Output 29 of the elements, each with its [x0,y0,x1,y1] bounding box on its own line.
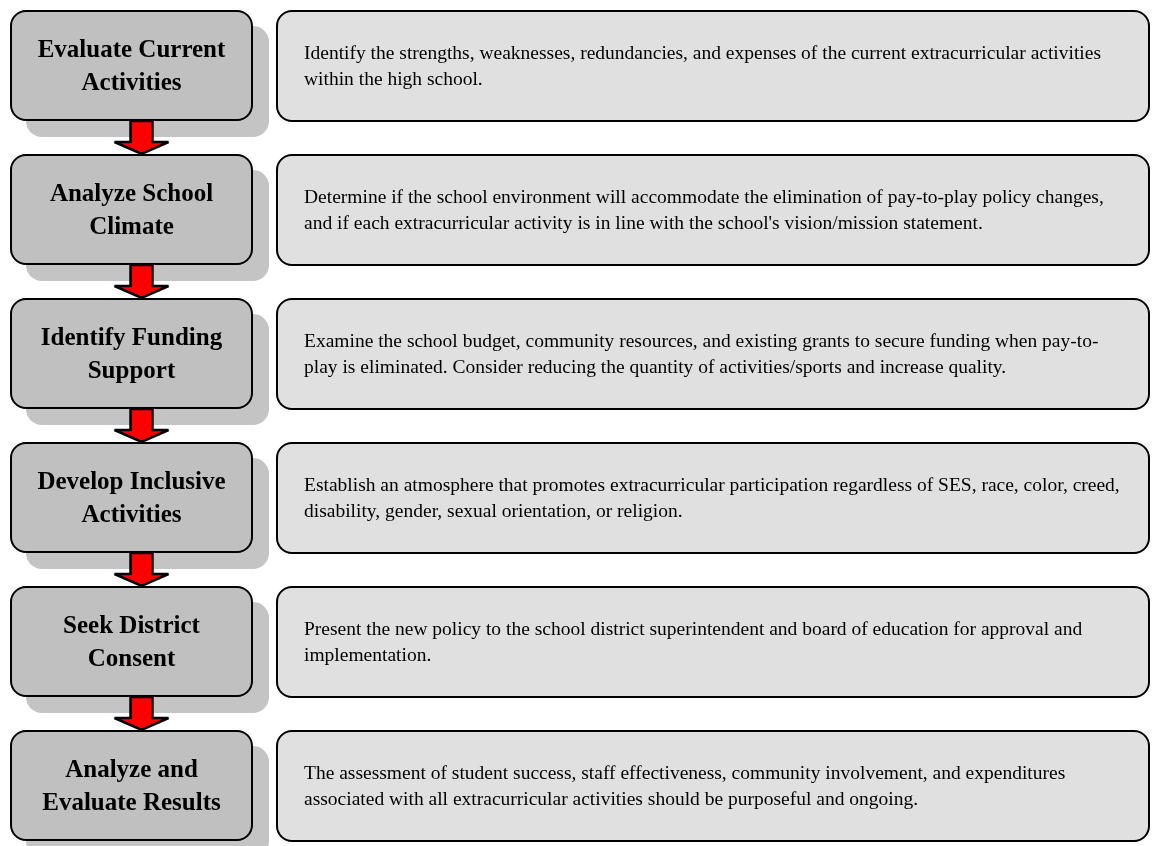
description-box [276,730,1150,842]
step-title: Evaluate Current Activities [36,34,227,97]
step-description: Identify the strengths, weaknesses, redundancies, and expenses of the current extracurricular activities within the high school. [304,40,1103,91]
step-description: The assessment of student success, staff effectiveness, community involvement, and expenditures associated with all extracurricular activities should be purposeful and ongoing. [304,760,1067,811]
description-box [276,442,1150,554]
step-box [10,586,253,697]
block-arrow [113,551,170,588]
step-title: Analyze School Climate [48,178,215,241]
step-title: Develop Inclusive Activities [36,466,227,529]
step-description: Present the new policy to the school district superintendent and board of education for approval and implementation. [304,616,1084,667]
step-box [10,442,253,553]
step-description: Establish an atmosphere that promotes extracurricular participation regardless of SES, race, color, creed, disability, gender, sexual orientation, or religion. [304,472,1121,523]
description-box [276,154,1150,266]
block-arrow [113,119,170,156]
description-box [276,586,1150,698]
step-title: Identify Funding Support [39,322,224,385]
step-box [10,730,253,841]
step-description: Determine if the school environment will accommodate the elimination of pay-to-play policy changes, and if each extracurricular activity is in line with the school's vision/mission statement. [304,184,1105,235]
step-box [10,10,253,121]
step-title: Seek District Consent [62,610,201,673]
step-box [10,298,253,409]
block-arrow [113,407,170,444]
block-arrow [113,263,170,300]
step-title: Analyze and Evaluate Results [41,754,222,817]
step-description: Examine the school budget, community resources, and existing grants to secure funding when pay-to-play is eliminated. Consider reducing the quantity of activities/sports and increase quality. [304,328,1100,379]
block-arrow [113,695,170,732]
step-box [10,154,253,265]
description-box [276,298,1150,410]
description-box [276,10,1150,122]
